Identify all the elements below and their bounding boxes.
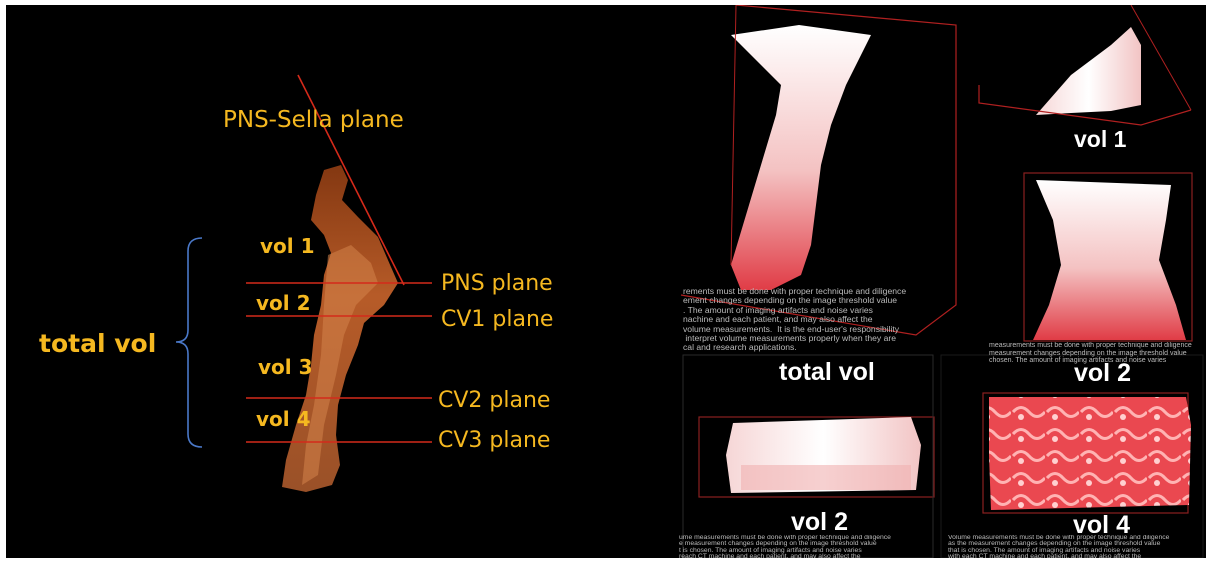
vol3-label: vol 3 bbox=[258, 357, 313, 377]
vol2-right-render bbox=[1033, 180, 1186, 340]
pns-sella-plane-label: PNS-Sella plane bbox=[223, 109, 404, 132]
vol1-label: vol 1 bbox=[260, 236, 315, 256]
vol1-render bbox=[1036, 27, 1141, 115]
total-vol-render bbox=[731, 25, 871, 290]
total-vol-disclaimer: rements must be done with proper techniq… bbox=[683, 287, 938, 357]
vol2-bottom-disclaimer: ume measurements must be done with prope… bbox=[679, 535, 934, 558]
left-airway-graphic bbox=[6, 5, 686, 558]
total-vol-bracket bbox=[176, 238, 202, 447]
bottom-vol2-label: vol 2 bbox=[791, 510, 848, 535]
vol4-label: vol 4 bbox=[256, 409, 311, 429]
vol2-label: vol 2 bbox=[256, 293, 311, 313]
vol4-render bbox=[989, 397, 1191, 510]
vol2-bottom-render-shade bbox=[741, 465, 911, 490]
cv2-plane-label: CV2 plane bbox=[438, 390, 550, 412]
cv3-plane-label: CV3 plane bbox=[438, 430, 550, 452]
right-volume-panel: rements must be done with proper techniq… bbox=[671, 5, 1206, 558]
left-airway-panel: PNS-Sella plane PNS plane CV1 plane CV2 … bbox=[6, 5, 686, 558]
right-vol2-label: vol 2 bbox=[1074, 361, 1131, 386]
right-vol1-label: vol 1 bbox=[1074, 128, 1126, 151]
figure-canvas: PNS-Sella plane PNS plane CV1 plane CV2 … bbox=[6, 5, 1206, 558]
total-vol-label: total vol bbox=[39, 331, 156, 356]
total-vol-box-edge bbox=[731, 5, 736, 265]
cv1-plane-label: CV1 plane bbox=[441, 309, 553, 331]
right-volume-graphics bbox=[671, 5, 1206, 558]
right-total-vol-label: total vol bbox=[779, 360, 875, 385]
pns-plane-label: PNS plane bbox=[441, 273, 553, 295]
bottom-vol4-label: vol 4 bbox=[1073, 513, 1130, 538]
